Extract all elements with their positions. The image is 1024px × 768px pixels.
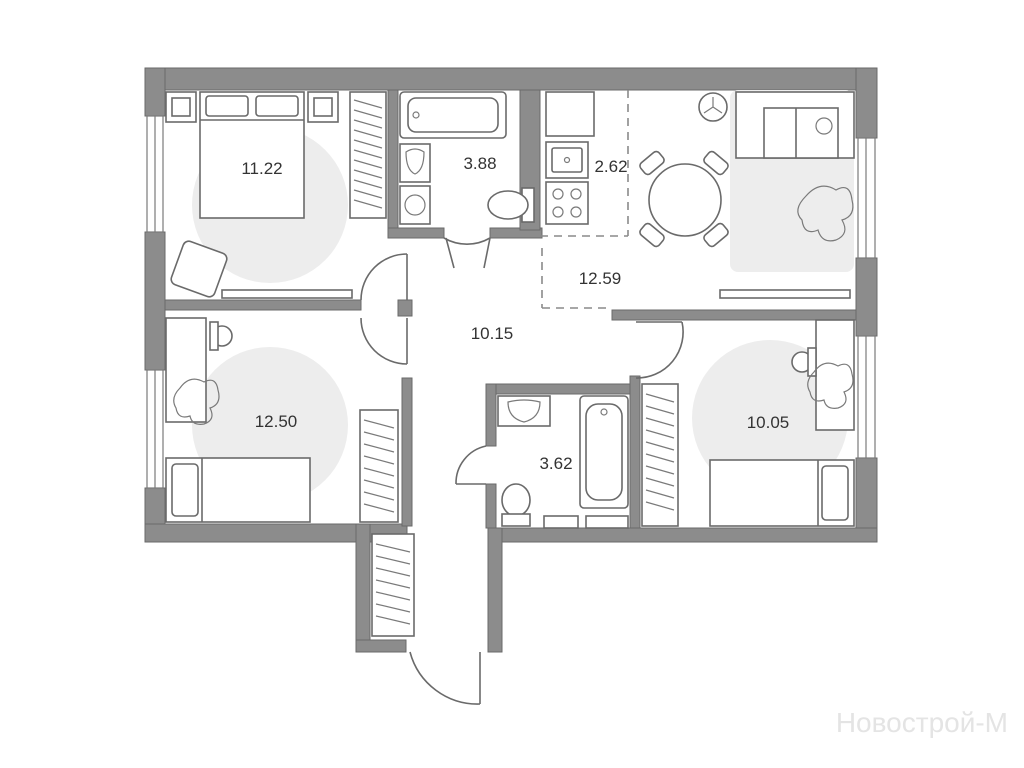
doors [360, 237, 684, 705]
living-furniture [639, 91, 855, 299]
wall-between-left-bedrooms [164, 299, 362, 311]
stove [545, 181, 589, 225]
fridge [545, 91, 595, 137]
entrance-wardrobe [371, 533, 415, 637]
wall-bottom-left [144, 523, 408, 543]
plant-bed2 [173, 378, 220, 425]
wall-bath2-top [485, 383, 639, 395]
sink-top [399, 143, 431, 183]
wall-bath-bottom-left [387, 227, 445, 239]
bedroom-right-furniture [641, 319, 855, 527]
shelf-bath2-2 [585, 515, 629, 529]
plant-bed3 [807, 362, 854, 409]
wall-bath2-left-bottom [485, 483, 497, 529]
area-bedroom-bottom-left: 12.50 [255, 412, 298, 431]
area-bathroom-bottom: 3.62 [539, 454, 572, 473]
windows [146, 115, 876, 489]
area-living-kitchen: 12.59 [579, 269, 622, 288]
zone-lines [540, 90, 629, 309]
door-bed3 [635, 321, 684, 379]
shelf-bath2-1 [543, 515, 579, 529]
kitchen-fixtures [545, 91, 595, 225]
area-bathroom-top: 3.88 [463, 154, 496, 173]
wall-entrance-bottom-left [355, 639, 407, 653]
wall-bottom-right [489, 527, 878, 543]
bathroom-top-fixtures [399, 91, 535, 225]
wall-top [144, 67, 878, 91]
wall-bath2-right [629, 375, 641, 529]
area-labels: 11.22 3.88 2.62 12.59 10.15 12.50 3.62 1… [241, 154, 789, 473]
area-bedroom-right: 10.05 [747, 413, 790, 432]
wall-right-2 [855, 257, 878, 337]
watermark: Новострой-М [836, 707, 1008, 738]
armchair [170, 240, 228, 298]
toilet-tank-bottom [501, 513, 531, 527]
plant-living [797, 185, 854, 242]
wall-bath-bottom-right [489, 227, 543, 239]
sink-bottom [497, 395, 551, 427]
wall-right-1 [855, 67, 878, 139]
area-hallway: 10.15 [471, 324, 514, 343]
door-bath1 [443, 237, 491, 245]
bedroom-bottom-left-furniture [165, 317, 399, 523]
wall-entrance-left [355, 523, 371, 653]
door-bed2 [360, 317, 408, 365]
door-bath2 [455, 445, 487, 485]
door-bed1 [360, 253, 408, 301]
area-bedroom-top-left: 11.22 [241, 159, 282, 178]
wall-bed-bath [387, 89, 399, 239]
wall-entrance-right [487, 527, 503, 653]
toilet-top [487, 190, 529, 220]
wall-stub-hall [397, 299, 413, 317]
dining-chairs [639, 150, 729, 248]
wall-left-2 [144, 231, 166, 371]
door-entrance [409, 651, 481, 705]
desk-bed2 [165, 317, 207, 423]
desk-bed3 [815, 319, 855, 431]
radiator-living [719, 289, 851, 299]
wall-bed2-right [401, 377, 413, 527]
radiator-bed1 [221, 289, 353, 299]
toilet-bottom [501, 483, 531, 517]
bedroom-top-left-furniture [165, 91, 387, 299]
area-kitchen-nook: 2.62 [594, 157, 627, 176]
wardrobe-bed2 [359, 409, 399, 523]
wall-living-bottom [611, 309, 857, 321]
wall-bath2-left-top [485, 383, 497, 447]
bathroom-bottom-fixtures [497, 395, 629, 529]
dining-table [648, 163, 722, 237]
wall-left-1 [144, 67, 166, 117]
